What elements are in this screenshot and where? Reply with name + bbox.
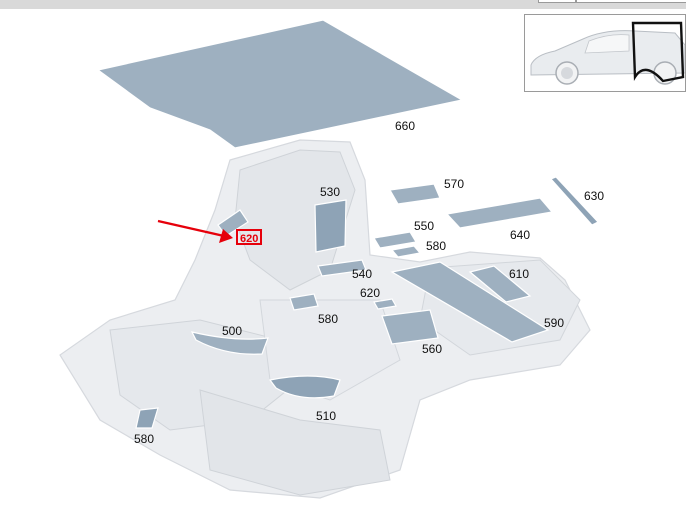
- toolbar-button[interactable]: [538, 0, 576, 3]
- highlight-box[interactable]: [236, 229, 262, 245]
- right-strip-insulation-part[interactable]: [549, 176, 599, 226]
- pointer-arrow-line: [157, 219, 225, 238]
- part-label-570[interactable]: 570: [444, 177, 464, 191]
- part-label-500[interactable]: 500: [222, 324, 242, 338]
- left-mid-insulation-part[interactable]: [289, 293, 319, 311]
- part-label-550[interactable]: 550: [414, 219, 434, 233]
- seatback-insulation-part[interactable]: [314, 199, 347, 253]
- part-label-640[interactable]: 640: [510, 228, 530, 242]
- highlight-frame-icon: [631, 21, 685, 83]
- part-label-580-left[interactable]: 580: [318, 312, 338, 326]
- highlight-callout: 620: [157, 219, 262, 245]
- arrow-head-icon: [219, 229, 233, 243]
- roof-insulation-part[interactable]: [96, 19, 464, 149]
- mid-small-insulation-part-2[interactable]: [390, 245, 422, 258]
- toolbar-button[interactable]: [576, 0, 686, 3]
- bottom-left-insulation-part[interactable]: [135, 407, 159, 429]
- part-label-580-bottom[interactable]: 580: [134, 432, 154, 446]
- part-label-630[interactable]: 630: [584, 189, 604, 203]
- rear-floor-insulation-part[interactable]: [390, 261, 550, 343]
- highlighted-part-label[interactable]: 620: [240, 233, 258, 245]
- flat-insulation-panel[interactable]: [445, 197, 554, 229]
- part-label-660[interactable]: 660: [395, 119, 415, 133]
- part-label-510[interactable]: 510: [316, 409, 336, 423]
- part-label-610[interactable]: 610: [509, 267, 529, 281]
- part-label-590[interactable]: 590: [544, 316, 564, 330]
- part-label-580-mid[interactable]: 580: [426, 239, 446, 253]
- mid-small-insulation-part[interactable]: [373, 231, 417, 249]
- part-label-540[interactable]: 540: [352, 267, 372, 281]
- part-label-560[interactable]: 560: [422, 342, 442, 356]
- center-small-insulation-part-2[interactable]: [373, 298, 397, 310]
- center-small-insulation-part[interactable]: [317, 259, 367, 277]
- part-label-530[interactable]: 530: [320, 185, 340, 199]
- top-small-insulation-part[interactable]: [389, 183, 441, 205]
- vehicle-overview-thumbnail[interactable]: [524, 14, 686, 92]
- left-floor-insulation-part[interactable]: [190, 331, 269, 355]
- center-floor-insulation-part[interactable]: [381, 309, 439, 345]
- top-toolbar-strip: [0, 0, 686, 9]
- right-well-insulation-part[interactable]: [468, 265, 532, 303]
- front-floor-insulation-part[interactable]: [268, 375, 341, 399]
- car-silhouette-icon: [530, 21, 685, 85]
- part-label-620[interactable]: 620: [360, 286, 380, 300]
